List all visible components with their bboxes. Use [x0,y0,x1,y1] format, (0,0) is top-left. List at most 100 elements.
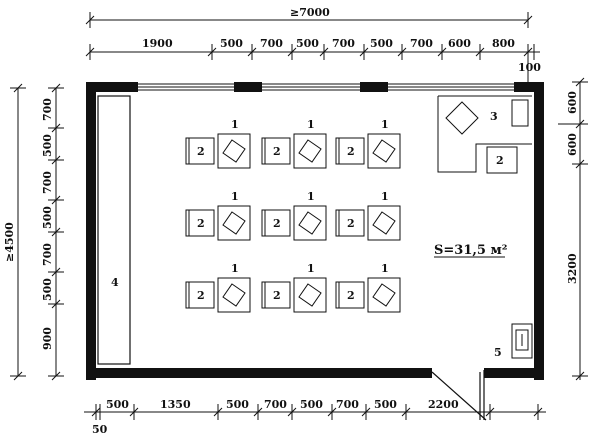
bottom-dim-5: 500 [300,398,323,411]
top-dim-2: 500 [220,37,243,50]
right-dimension-lines [558,77,588,381]
left-overall-dimension: ≥4500 [3,222,16,262]
door [431,370,487,421]
right-dim-1: 600 [566,91,579,114]
bottom-dim-7: 500 [374,398,397,411]
left-dim-3: 700 [41,171,54,194]
sink-label: 5 [494,346,502,359]
desk-label: 1 [307,190,315,203]
chair [185,137,215,165]
right-dim-3: 3200 [566,253,579,284]
chair-label: 2 [273,145,281,158]
top-dim-8: 600 [448,37,471,50]
desk-label: 1 [231,190,239,203]
desk-item [298,283,322,307]
desk-item [372,283,396,307]
desk [217,205,251,241]
sink [511,323,533,359]
bottom-dimension-lines [84,404,546,420]
chair-label: 2 [197,289,205,302]
desk-group-3-3: 21 [335,262,401,313]
bottom-dim-2: 1350 [160,398,191,411]
desk-item [372,139,396,163]
walls [86,82,544,380]
desk-item [222,211,246,235]
chair [185,209,215,237]
desk-group-2-2: 21 [261,190,327,241]
top-dim-3: 700 [260,37,283,50]
desk-group-1-1: 21 [185,118,251,169]
desk-item [222,283,246,307]
desk [217,277,251,313]
teacher-chair-label: 2 [496,154,504,167]
left-dim-4: 500 [41,206,54,229]
top-dimension-lines [85,12,540,82]
desk [367,277,401,313]
bottom-dim-6: 700 [336,398,359,411]
chair [261,137,291,165]
top-dim-9: 800 [492,37,515,50]
top-dim-6: 500 [370,37,393,50]
top-dim-4: 500 [296,37,319,50]
left-dim-5: 700 [41,243,54,266]
chair [261,209,291,237]
top-dim-5: 700 [332,37,355,50]
windows [138,83,514,91]
desk [367,133,401,169]
top-edge-dimension: 100 [518,61,541,74]
desk-label: 1 [231,118,239,131]
right-dim-2: 600 [566,133,579,156]
left-dim-2: 500 [41,134,54,157]
chair-label: 2 [347,289,355,302]
desk-group-3-1: 21 [185,262,251,313]
desk-label: 1 [307,262,315,275]
left-dim-6: 500 [41,278,54,301]
desk-label: 1 [307,118,315,131]
desk-group-2-3: 21 [335,190,401,241]
bottom-edge-dimension: 50 [92,423,108,436]
desk-item [298,211,322,235]
desk-label: 1 [381,262,389,275]
chalkboard-label: 4 [111,276,119,289]
chair-label: 2 [273,217,281,230]
left-dim-1: 700 [41,98,54,121]
chair [335,281,365,309]
chair-label: 2 [197,217,205,230]
chalkboard [97,95,131,365]
chair [261,281,291,309]
teacher-desk-label: 3 [490,110,498,123]
chair [335,137,365,165]
desk-group-3-2: 21 [261,262,327,313]
bottom-dim-4: 700 [264,398,287,411]
chair [185,281,215,309]
desk-item [372,211,396,235]
desk-item [298,139,322,163]
chair-label: 2 [273,289,281,302]
desk-label: 1 [381,190,389,203]
desk-item [222,139,246,163]
desk [293,133,327,169]
desk [293,277,327,313]
chair-label: 2 [197,145,205,158]
left-dim-7: 900 [41,327,54,350]
bottom-dim-8: 2200 [428,398,459,411]
desk-group-2-1: 21 [185,190,251,241]
desk [217,133,251,169]
desk [367,205,401,241]
desk-group-1-3: 21 [335,118,401,169]
left-dimension-lines [10,83,64,381]
chair-label: 2 [347,145,355,158]
desk-label: 1 [231,262,239,275]
bottom-dim-1: 500 [106,398,129,411]
desk [293,205,327,241]
teacher-area [437,95,532,174]
room-area: S=31,5 м² [434,243,507,258]
top-dim-7: 700 [410,37,433,50]
desk-label: 1 [381,118,389,131]
desk-group-1-2: 21 [261,118,327,169]
chair [335,209,365,237]
top-dim-1: 1900 [142,37,173,50]
chair-label: 2 [347,217,355,230]
